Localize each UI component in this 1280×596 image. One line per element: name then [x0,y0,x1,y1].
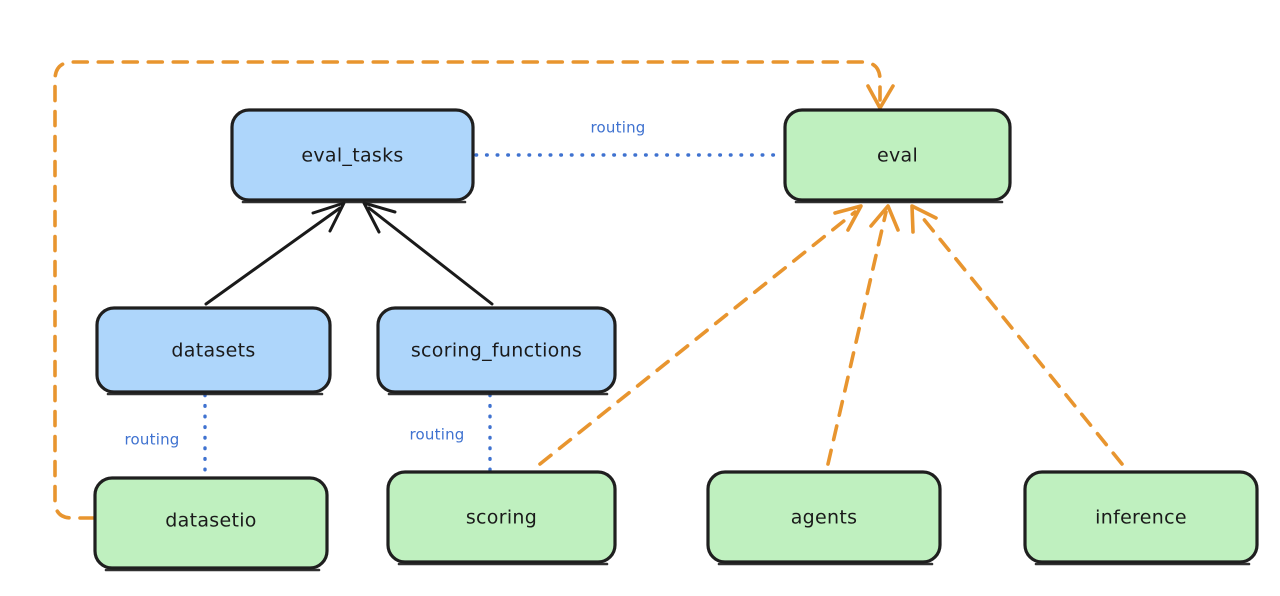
edge-scoring-eval [538,204,863,466]
node-label-eval-tasks: eval_tasks [301,145,403,167]
node-eval-tasks[interactable]: eval_tasks [230,108,475,204]
edge-eval-tasks-eval: routing [474,119,784,157]
edge-agents-eval [826,204,900,466]
edge-scoring-functions-scoring: routing [410,393,492,472]
edge-datasets-eval-tasks [204,201,346,306]
node-scoring-functions[interactable]: scoring_functions [376,306,617,396]
edge-inference-eval [910,204,1124,466]
edge-scoring-functions-eval-tasks [362,201,494,306]
node-datasetio[interactable]: datasetio [93,476,329,572]
edge-label-routing-scoring-functions: routing [410,426,465,444]
node-label-agents: agents [791,507,858,529]
edge-datasets-datasetio: routing [125,393,207,478]
node-agents[interactable]: agents [706,470,942,566]
node-scoring[interactable]: scoring [386,470,617,566]
node-datasets[interactable]: datasets [95,306,332,396]
edge-layer: routing routing routing [53,60,1124,520]
node-eval[interactable]: eval [783,108,1012,204]
edge-datasetio-eval [53,60,895,520]
node-label-datasetio: datasetio [165,510,256,532]
node-label-datasets: datasets [171,340,255,362]
node-label-inference: inference [1095,507,1187,529]
node-layer: eval_tasks eval datasets scoring_functio… [93,108,1259,572]
edge-label-routing-datasets: routing [125,431,180,449]
node-label-eval: eval [877,145,918,167]
node-label-scoring-functions: scoring_functions [411,340,582,362]
edge-label-routing-eval-tasks: routing [591,119,646,137]
node-label-scoring: scoring [466,507,537,529]
node-inference[interactable]: inference [1023,470,1259,566]
